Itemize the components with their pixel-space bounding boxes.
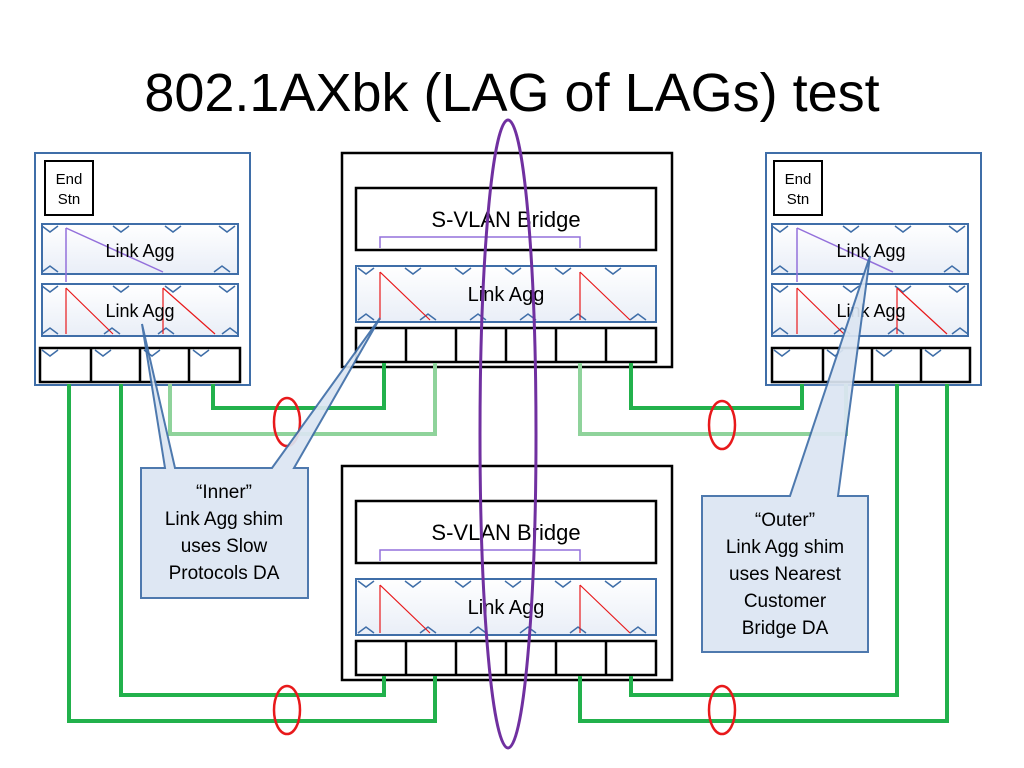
lag-ellipse-top-right: [707, 399, 737, 451]
right-link-agg-outer-label: Link Agg: [836, 241, 905, 261]
inner-callout-line-4: Protocols DA: [169, 563, 280, 584]
top-bridge-label: S-VLAN Bridge: [431, 207, 580, 232]
link-right-bottom-1: [629, 384, 899, 697]
inner-callout-line-2: Link Agg shim: [165, 509, 283, 530]
link-left-bottom-2: [67, 384, 437, 723]
outer-callout-line-4: Customer: [744, 591, 827, 612]
right-ports: [770, 346, 972, 384]
right-end-station: End Stn Link Agg Link Agg: [765, 152, 982, 386]
outer-callout-line-2: Link Agg shim: [726, 537, 844, 558]
outer-callout-line-3: uses Nearest: [729, 564, 842, 585]
inner-callout: “Inner” Link Agg shim uses Slow Protocol…: [140, 317, 381, 599]
left-link-agg-outer: Link Agg: [41, 223, 239, 282]
right-link-agg-outer: Link Agg: [771, 223, 969, 282]
outer-lag-ellipse: [478, 118, 538, 750]
right-link-agg-inner-label: Link Agg: [836, 301, 905, 321]
link-left-bottom-1: [119, 384, 386, 697]
link-right-bottom-2: [578, 384, 949, 723]
left-stn-label: Stn: [58, 191, 81, 208]
top-link-agg: Link Agg: [355, 265, 657, 323]
top-link-agg-label: Link Agg: [468, 284, 545, 306]
bottom-bridge-relay: [354, 499, 658, 565]
left-end-label: End: [56, 171, 83, 188]
left-end-station: End Stn Link Agg Link Agg: [34, 152, 251, 386]
bottom-link-agg: Link Agg: [355, 578, 657, 636]
top-bridge-relay: [354, 186, 658, 252]
left-end-stn-box: [44, 160, 94, 216]
inner-callout-line-1: “Inner”: [196, 482, 252, 503]
outer-callout-line-1: “Outer”: [755, 510, 815, 531]
outer-callout-line-5: Bridge DA: [742, 618, 829, 639]
top-s-vlan-bridge: S-VLAN Bridge Link Agg: [340, 151, 674, 369]
slide-title: 802.1AXbk (LAG of LAGs) test: [144, 63, 880, 123]
left-link-agg-outer-label: Link Agg: [105, 241, 174, 261]
inner-callout-line-3: uses Slow: [181, 536, 268, 557]
bottom-s-vlan-bridge: S-VLAN Bridge Link Agg: [340, 464, 674, 682]
bottom-link-agg-label: Link Agg: [468, 597, 545, 619]
bottom-bridge-label: S-VLAN Bridge: [431, 520, 580, 545]
lag-ellipse-bottom-right: [707, 684, 737, 736]
link-right-top-1: [629, 363, 804, 410]
right-end-stn-box: [773, 160, 823, 216]
lag-ellipse-bottom-left: [272, 684, 302, 736]
outer-callout: “Outer” Link Agg shim uses Nearest Custo…: [701, 255, 871, 653]
left-ports: [38, 346, 242, 384]
right-stn-label: Stn: [787, 191, 810, 208]
left-link-agg-inner: Link Agg: [41, 283, 239, 337]
right-link-agg-inner: Link Agg: [771, 283, 969, 337]
right-end-label: End: [785, 171, 812, 188]
top-bridge-ports: [354, 326, 658, 364]
bottom-bridge-ports: [354, 639, 658, 677]
left-link-agg-inner-label: Link Agg: [105, 301, 174, 321]
